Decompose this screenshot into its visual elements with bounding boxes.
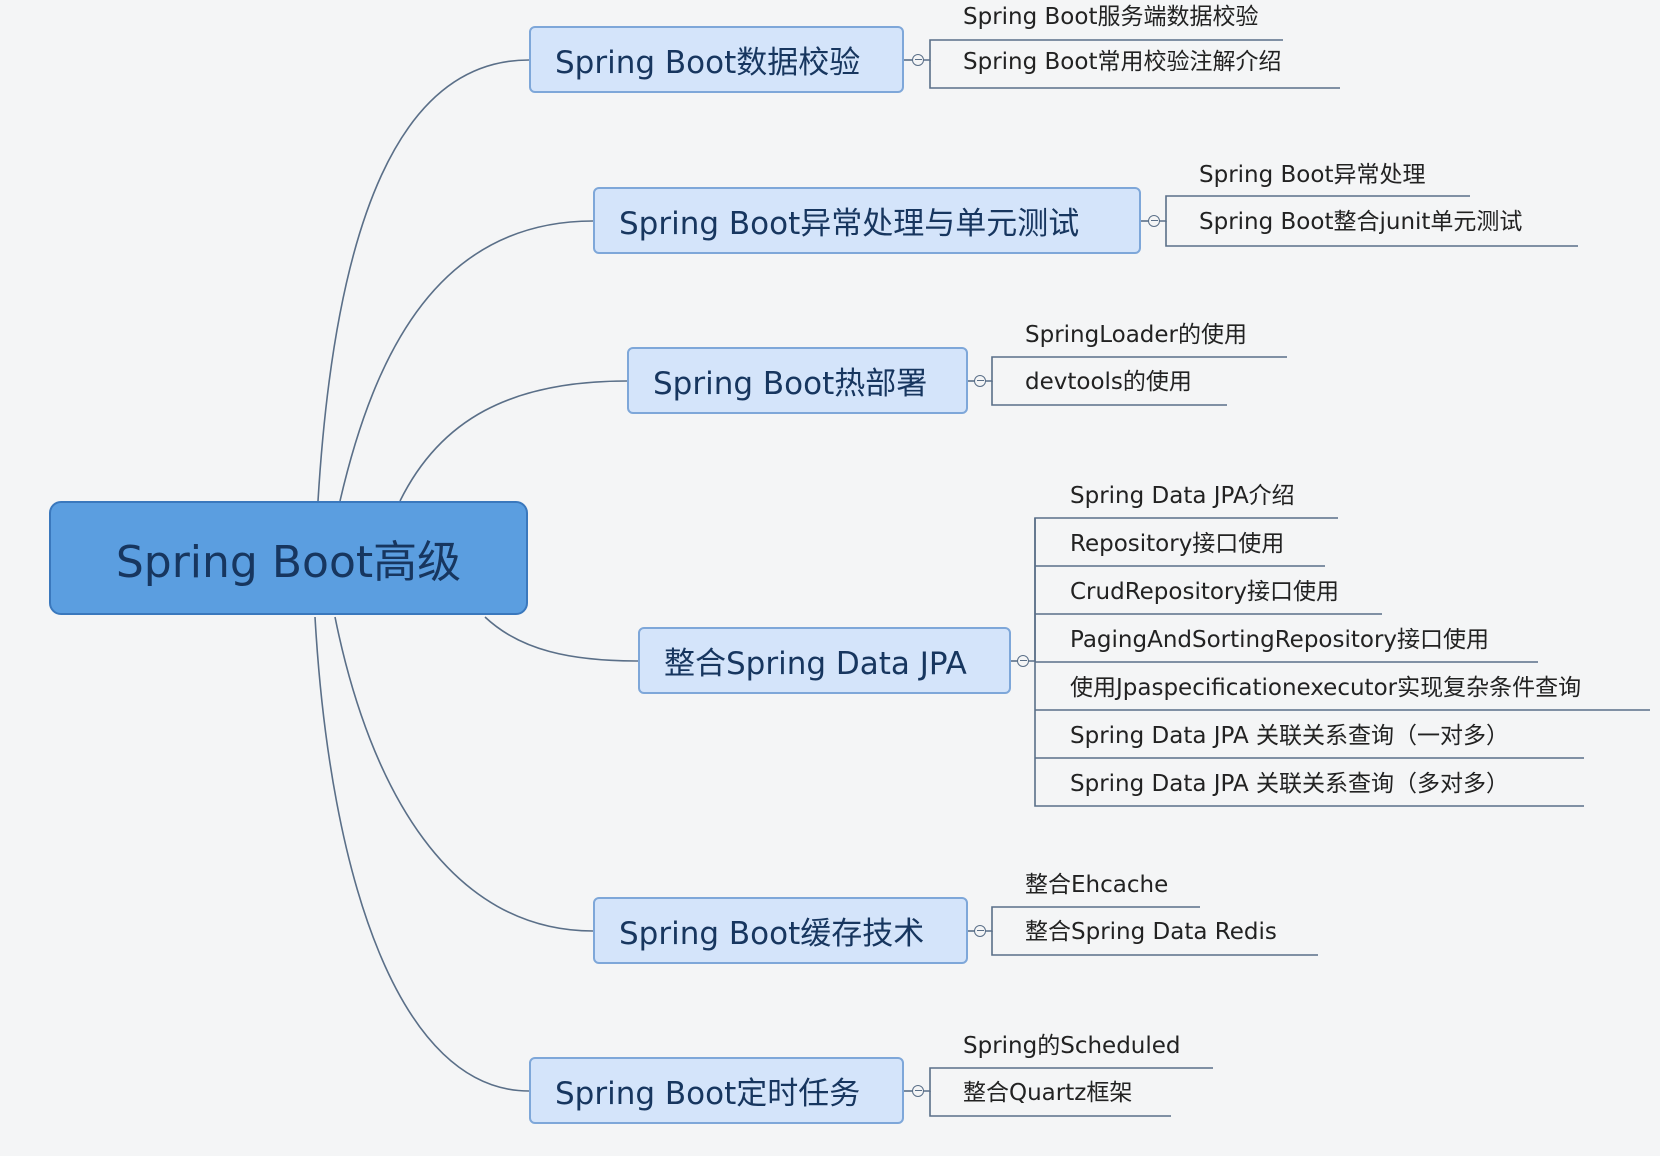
branch-data-validation[interactable]: Spring Boot数据校验 bbox=[529, 26, 904, 93]
collapse-toggle-icon[interactable] bbox=[974, 925, 986, 937]
branch-hot-deploy[interactable]: Spring Boot热部署 bbox=[627, 347, 968, 414]
leaf-item[interactable]: Spring Data JPA 关联关系查询（多对多） bbox=[1070, 771, 1509, 797]
leaf-item[interactable]: Spring Data JPA 关联关系查询（一对多） bbox=[1070, 723, 1509, 749]
branch-label: Spring Boot数据校验 bbox=[555, 45, 861, 81]
collapse-toggle-icon[interactable] bbox=[1148, 215, 1160, 227]
leaf-item[interactable]: Spring Data JPA介绍 bbox=[1070, 483, 1295, 509]
root-label: Spring Boot高级 bbox=[115, 537, 462, 588]
collapse-toggle-icon[interactable] bbox=[1017, 655, 1029, 667]
connector-branch-1 bbox=[339, 220, 594, 502]
leaf-item[interactable]: devtools的使用 bbox=[1025, 369, 1192, 395]
branch-cache[interactable]: Spring Boot缓存技术 bbox=[593, 897, 968, 964]
branch-label: Spring Boot定时任务 bbox=[555, 1076, 861, 1112]
connector-branch-4 bbox=[334, 616, 594, 932]
connector-branch-2 bbox=[399, 380, 628, 502]
connector-branch-0 bbox=[317, 59, 530, 502]
leaf-item[interactable]: Spring Boot常用校验注解介绍 bbox=[963, 49, 1282, 75]
leaf-item[interactable]: Spring的Scheduled bbox=[963, 1033, 1181, 1059]
connector-branch-5 bbox=[314, 616, 530, 1092]
branch-exception-unit-test[interactable]: Spring Boot异常处理与单元测试 bbox=[593, 187, 1141, 254]
collapse-toggle-icon[interactable] bbox=[912, 54, 924, 66]
connector-branch-3 bbox=[484, 616, 639, 662]
leaf-item[interactable]: 整合Quartz框架 bbox=[963, 1080, 1133, 1106]
collapse-toggle-icon[interactable] bbox=[912, 1085, 924, 1097]
leaf-item[interactable]: 整合Spring Data Redis bbox=[1025, 919, 1277, 945]
branch-label: Spring Boot热部署 bbox=[653, 366, 928, 402]
branch-scheduled-tasks[interactable]: Spring Boot定时任务 bbox=[529, 1057, 904, 1124]
leaf-item[interactable]: PagingAndSortingRepository接口使用 bbox=[1070, 627, 1490, 653]
leaf-item[interactable]: Spring Boot服务端数据校验 bbox=[963, 4, 1259, 30]
leaf-item[interactable]: SpringLoader的使用 bbox=[1025, 322, 1248, 348]
leaf-item[interactable]: 使用Jpaspecificationexecutor实现复杂条件查询 bbox=[1070, 675, 1582, 701]
leaf-item[interactable]: Spring Boot异常处理 bbox=[1199, 162, 1426, 188]
collapse-toggle-icon[interactable] bbox=[974, 375, 986, 387]
root-node[interactable]: Spring Boot高级 bbox=[49, 501, 528, 615]
leaf-item[interactable]: Spring Boot整合junit单元测试 bbox=[1199, 209, 1523, 235]
branch-label: Spring Boot异常处理与单元测试 bbox=[619, 206, 1080, 242]
branch-spring-data-jpa[interactable]: 整合Spring Data JPA bbox=[638, 627, 1011, 694]
leaf-item[interactable]: 整合Ehcache bbox=[1025, 872, 1169, 898]
branch-label: Spring Boot缓存技术 bbox=[619, 916, 925, 952]
branch-label: 整合Spring Data JPA bbox=[664, 646, 967, 682]
leaf-item[interactable]: Repository接口使用 bbox=[1070, 531, 1285, 557]
leaf-item[interactable]: CrudRepository接口使用 bbox=[1070, 579, 1339, 605]
